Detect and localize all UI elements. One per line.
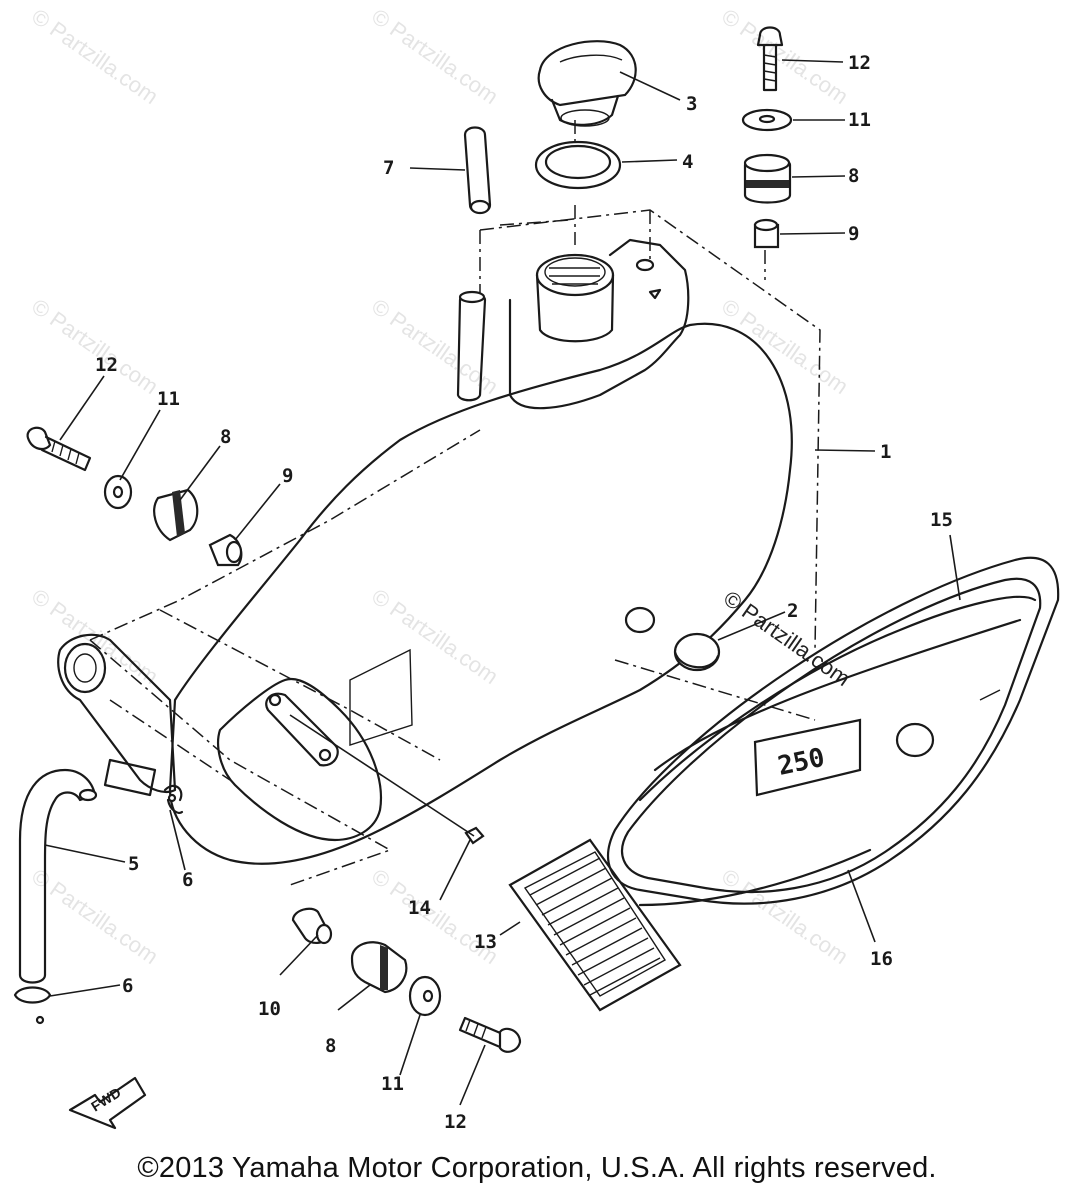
hose-clip-lower (13, 986, 52, 1025)
breather-pipe (456, 126, 492, 402)
callout-16: 16 (870, 948, 893, 970)
callout-11-lower: 11 (381, 1073, 404, 1095)
callout-9-left: 9 (282, 465, 293, 487)
callout-14: 14 (408, 897, 431, 919)
callout-3: 3 (686, 93, 697, 115)
callout-6-upper: 6 (182, 869, 193, 891)
callout-12-lower: 12 (444, 1111, 467, 1133)
callout-numbers: 1 2 3 4 5 6 6 7 8 8 8 9 9 10 11 11 11 12… (95, 52, 953, 1133)
watermark: © Partzilla.com (27, 864, 163, 970)
forward-arrow: FWD (68, 1076, 147, 1130)
callout-11-left: 11 (157, 388, 180, 410)
rubber-damper-left (153, 488, 199, 542)
callout-8-left: 8 (220, 426, 231, 448)
air-filter-pad (508, 838, 682, 1012)
copyright-notice: ©2013 Yamaha Motor Corporation, U.S.A. A… (137, 1152, 937, 1184)
leader-lines (44, 59, 961, 1106)
collar-left (208, 533, 243, 567)
washer-upper (741, 108, 793, 132)
callout-11-upper: 11 (848, 109, 871, 131)
filler-cap (537, 40, 637, 127)
watermark: © Partzilla.com (717, 4, 853, 110)
washer-left (103, 474, 133, 510)
callout-2: 2 (787, 600, 798, 622)
callout-7: 7 (383, 157, 394, 179)
rubber-damper-lower (350, 941, 408, 994)
washer-lower (408, 975, 442, 1017)
bolt-left (26, 426, 92, 472)
filter-grille (529, 857, 661, 996)
watermark: © Partzilla.com (27, 4, 163, 110)
callout-13: 13 (474, 931, 497, 953)
callout-1: 1 (880, 441, 891, 463)
bolt-upper (756, 26, 784, 92)
oil-tank (57, 238, 793, 865)
collar-upper (753, 218, 780, 249)
callout-5: 5 (128, 853, 139, 875)
watermark: © Partzilla.com (27, 294, 163, 400)
rubber-damper-upper (743, 153, 792, 204)
hose-clip-upper (163, 784, 184, 814)
cap-gasket (534, 140, 622, 190)
tank-grommet (673, 632, 721, 672)
assembly-guide-lines (89, 120, 821, 886)
callout-4: 4 (682, 151, 693, 173)
watermark: © Partzilla.com (367, 4, 503, 110)
callout-10: 10 (258, 998, 281, 1020)
callout-12-upper: 12 (848, 52, 871, 74)
callout-6-lower: 6 (122, 975, 133, 997)
side-cover: 250 (607, 556, 1060, 907)
watermark: © Partzilla.com (717, 864, 853, 970)
watermark-group: © Partzilla.com © Partzilla.com © Partzi… (27, 4, 855, 970)
hose-connector (103, 758, 157, 797)
nut (464, 826, 485, 845)
callout-12-left: 12 (95, 354, 118, 376)
watermark: © Partzilla.com (367, 584, 503, 690)
collar-lower (291, 907, 333, 945)
callout-8-lower: 8 (325, 1035, 336, 1057)
watermark: © Partzilla.com (717, 294, 853, 400)
bolt-lower (458, 1016, 522, 1053)
callout-15: 15 (930, 509, 953, 531)
oil-hose (18, 768, 98, 984)
callout-9-upper: 9 (848, 223, 859, 245)
callout-8-upper: 8 (848, 165, 859, 187)
